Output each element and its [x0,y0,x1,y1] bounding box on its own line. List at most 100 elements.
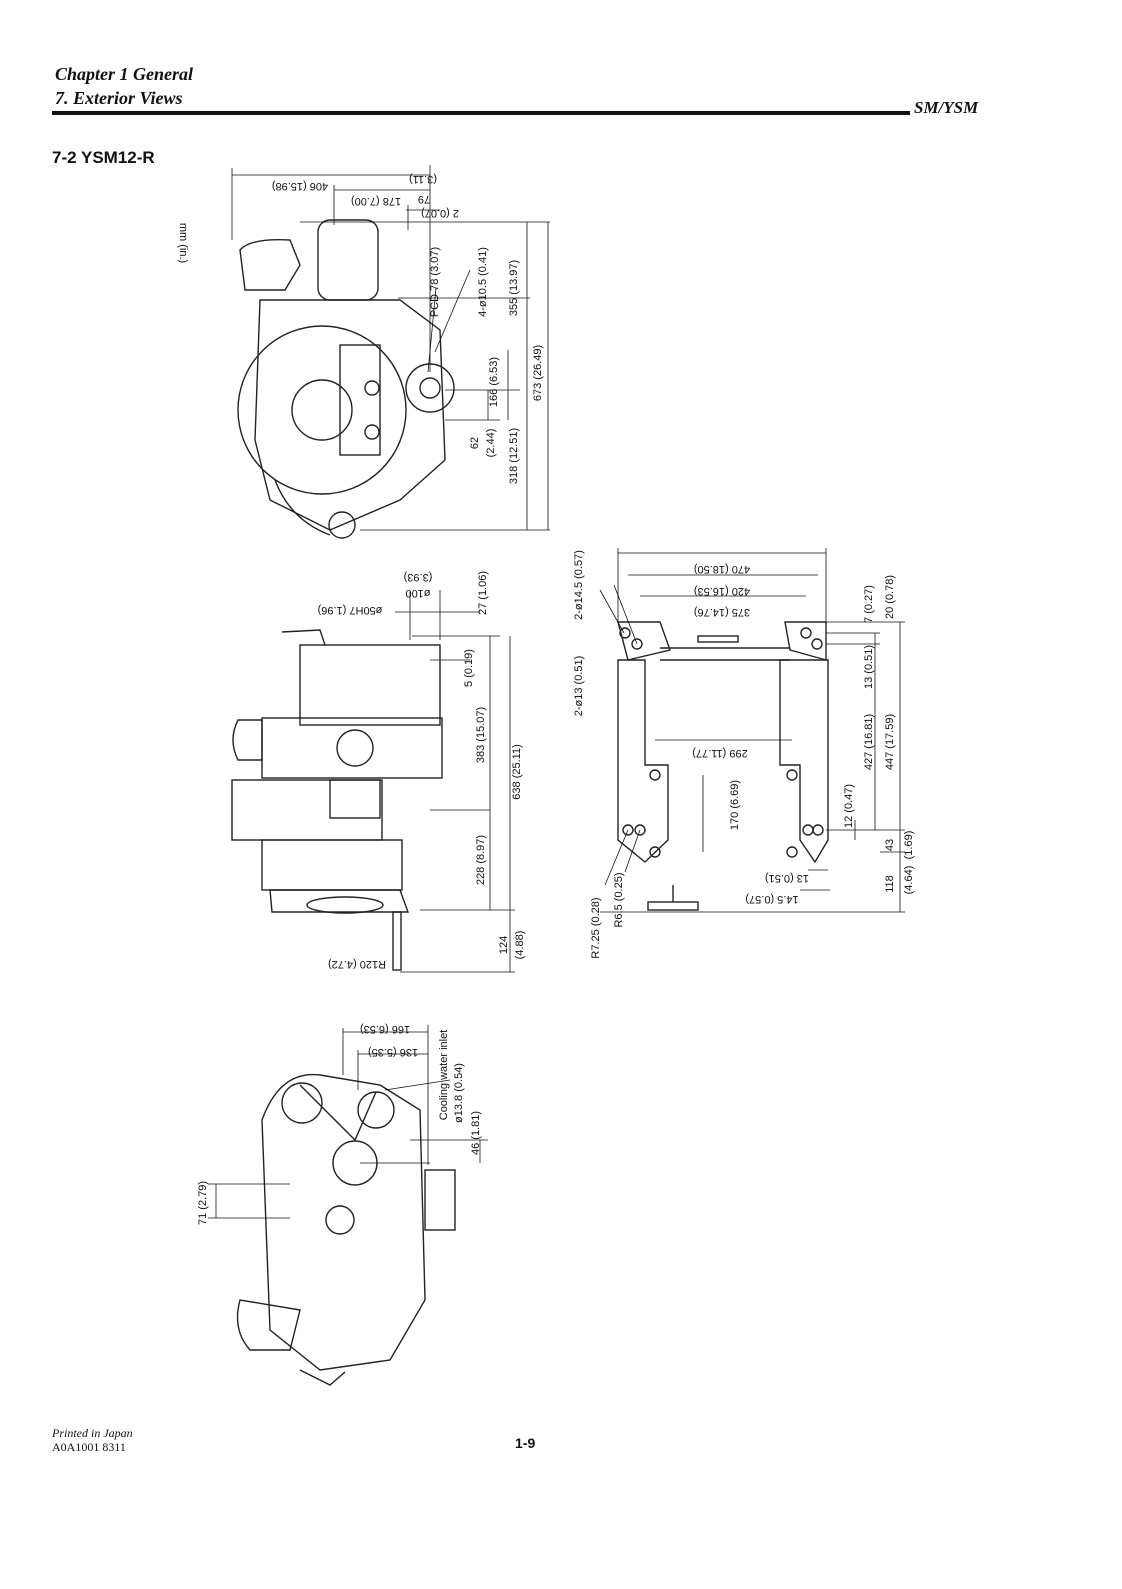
gear-case [339,344,381,456]
v-belt [299,1084,377,1142]
top-view-dims [231,165,550,531]
drain-pipe [299,1369,346,1386]
mount-hole-6 [786,769,798,781]
drain-plug-2 [364,424,380,440]
engine-lower [231,779,383,841]
dim-62-in: (2.44) [485,429,497,458]
side-view [231,629,443,971]
mount-hole-3 [800,627,812,639]
shaft-extension [392,911,402,971]
cooling-water-dia: ø13.8 (0.54) [453,1063,465,1123]
engine-upper [261,717,443,779]
dim-79: 79 [418,193,430,205]
dim-5: 5 (0.19) [463,649,475,687]
engine-end-outline [261,1073,426,1371]
pcd-label: PCD 78 (3.07) [429,247,441,317]
dim-118: 118 [884,875,896,893]
mount-view [617,621,829,911]
dim-170: 170 (6.69) [729,780,741,830]
dim-318: 318 (12.51) [508,428,520,484]
output-flange-bore [419,377,441,399]
dim-43: 43 [884,839,896,851]
fuel-pump [329,779,381,819]
rear-mount-left [617,659,669,863]
end-view-labels: 166 (6.53) 136 (5.35) Cooling water inle… [197,1023,482,1225]
dim-355: 355 (13.97) [508,260,520,316]
flywheel-base [306,896,384,914]
mount-hole-2 [631,638,643,650]
dim-447: 447 (17.59) [884,714,896,770]
dim-136: 136 (5.35) [368,1046,418,1058]
dim-118-in: (4.64) [903,866,915,895]
dim-r120: R120 (4.72) [328,958,386,970]
drain-plug [364,380,380,396]
cooling-water-inlet: Cooling water inlet [438,1030,450,1121]
dim-12: 12 (0.47) [843,784,855,828]
dim-673: 673 (26.49) [532,345,544,401]
mount-hole-9 [802,824,814,836]
series-label: SM/YSM [914,98,979,117]
water-pump-pulley [357,1091,395,1129]
intake-elbow [232,719,263,761]
footer-info: Printed in Japan A0A1001 8311 [52,1426,133,1454]
chapter-header: Chapter 1 General 7. Exterior Views [55,62,193,110]
dim-50h7: ø50H7 (1.96) [318,604,383,616]
exhaust-flange [424,1169,456,1231]
alternator-pulley [281,1082,323,1124]
mount-view-dims [599,548,905,913]
fuel-line [274,479,331,536]
mount-hole-10 [812,824,824,836]
mount-hole-1 [619,627,631,639]
mount-hole-4 [811,638,823,650]
section-title: 7. Exterior Views [55,88,183,108]
filter-cap [336,729,374,767]
header-rule [52,111,910,115]
mount-hole-11 [649,846,661,858]
dim-13b: 13 (0.51) [765,872,809,884]
page-number: 1-9 [515,1435,536,1451]
front-mount-left [617,621,671,661]
dim-14-5: 14.5 (0.57) [745,893,798,905]
dim-20: 20 (0.78) [884,575,896,619]
holes-14-5: 2-ø14.5 (0.57) [573,550,585,620]
dim-427: 427 (16.81) [863,714,875,770]
mount-hole-5 [649,769,661,781]
crossbar-boss [697,635,739,643]
oil-pan [269,889,409,913]
dim-2: 2 (0.07) [421,207,459,219]
flywheel-outline [237,325,407,495]
side-view-dims [395,590,515,973]
crankcase [261,839,403,891]
holes-13: 2-ø13 (0.51) [573,656,585,717]
dim-71: 71 (2.79) [197,1181,209,1225]
mount-view-labels: 470 (18.50) 420 (16.53) 375 (14.76) 299 … [573,550,915,958]
dim-79-in: (3.11) [409,173,437,185]
rear-mount-right [779,659,829,864]
dim-7: 7 (0.27) [863,585,875,623]
mount-foot [647,901,699,911]
figure-title: 7-2 YSM12-R [52,148,155,167]
gearbox-housing [299,644,441,726]
dim-228: 228 (8.97) [475,835,487,885]
chapter-title: Chapter 1 General [55,64,194,84]
dim-100-in: (3.93) [404,571,433,583]
exhaust-elbow [236,1299,301,1351]
starter-motor [325,1205,355,1235]
dim-62: 62 [469,437,481,449]
dim-375: 375 (14.76) [694,606,750,618]
dim-166-end: 166 (6.53) [360,1023,410,1035]
dim-299: 299 (11.77) [692,747,747,759]
dim-470: 470 (18.50) [694,563,750,575]
units-label: mm (in.) [177,223,189,263]
mount-hole-8 [634,824,646,836]
dim-178: 178 (7.00) [351,195,401,207]
dim-r6-5: R6.5 (0.25) [613,872,625,927]
holes-label: 4-ø10.5 (0.41) [477,247,489,317]
dim-638: 638 (25.11) [511,744,523,799]
dim-27: 27 (1.06) [477,571,489,615]
cylinder-head [317,219,379,301]
side-view-labels: (3.93) ø100 ø50H7 (1.96) 27 (1.06) 5 (0.… [318,571,526,970]
dim-46: 46 (1.81) [470,1111,482,1155]
top-view [237,219,455,539]
printed-in: Printed in Japan [52,1426,133,1440]
